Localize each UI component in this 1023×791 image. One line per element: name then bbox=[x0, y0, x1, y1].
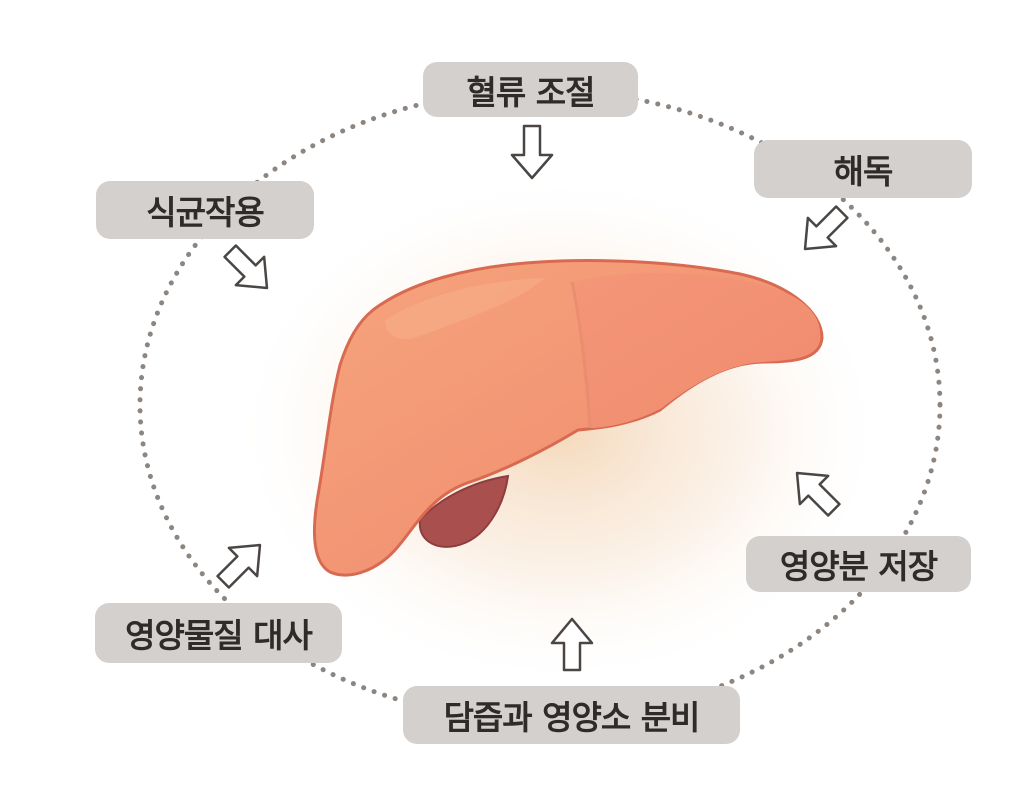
liver-right-lobe bbox=[572, 272, 821, 428]
liver-lobe-divider bbox=[570, 281, 592, 429]
arrow-up-left-icon bbox=[795, 471, 841, 517]
liver-illustration bbox=[312, 259, 824, 577]
gallbladder bbox=[418, 474, 510, 548]
arrow-up-right-icon bbox=[216, 543, 262, 589]
dotted-cycle-ring bbox=[137, 87, 943, 723]
label-bile-secretion: 담즙과 영양소 분비 bbox=[403, 686, 740, 744]
label-blood-flow-regulation: 혈류 조절 bbox=[423, 62, 638, 117]
label-nutrient-storage: 영양분 저장 bbox=[746, 536, 971, 592]
liver-highlight bbox=[385, 278, 545, 340]
arrow-up-icon bbox=[550, 617, 594, 672]
arrow-down-icon bbox=[510, 124, 554, 180]
arrow-down-left-icon bbox=[803, 205, 849, 251]
label-nutrient-metabolism: 영양물질 대사 bbox=[95, 603, 342, 663]
label-detoxification: 해독 bbox=[754, 140, 972, 198]
arrow-down-right-icon bbox=[223, 244, 269, 290]
label-phagocytosis: 식균작용 bbox=[96, 181, 314, 239]
